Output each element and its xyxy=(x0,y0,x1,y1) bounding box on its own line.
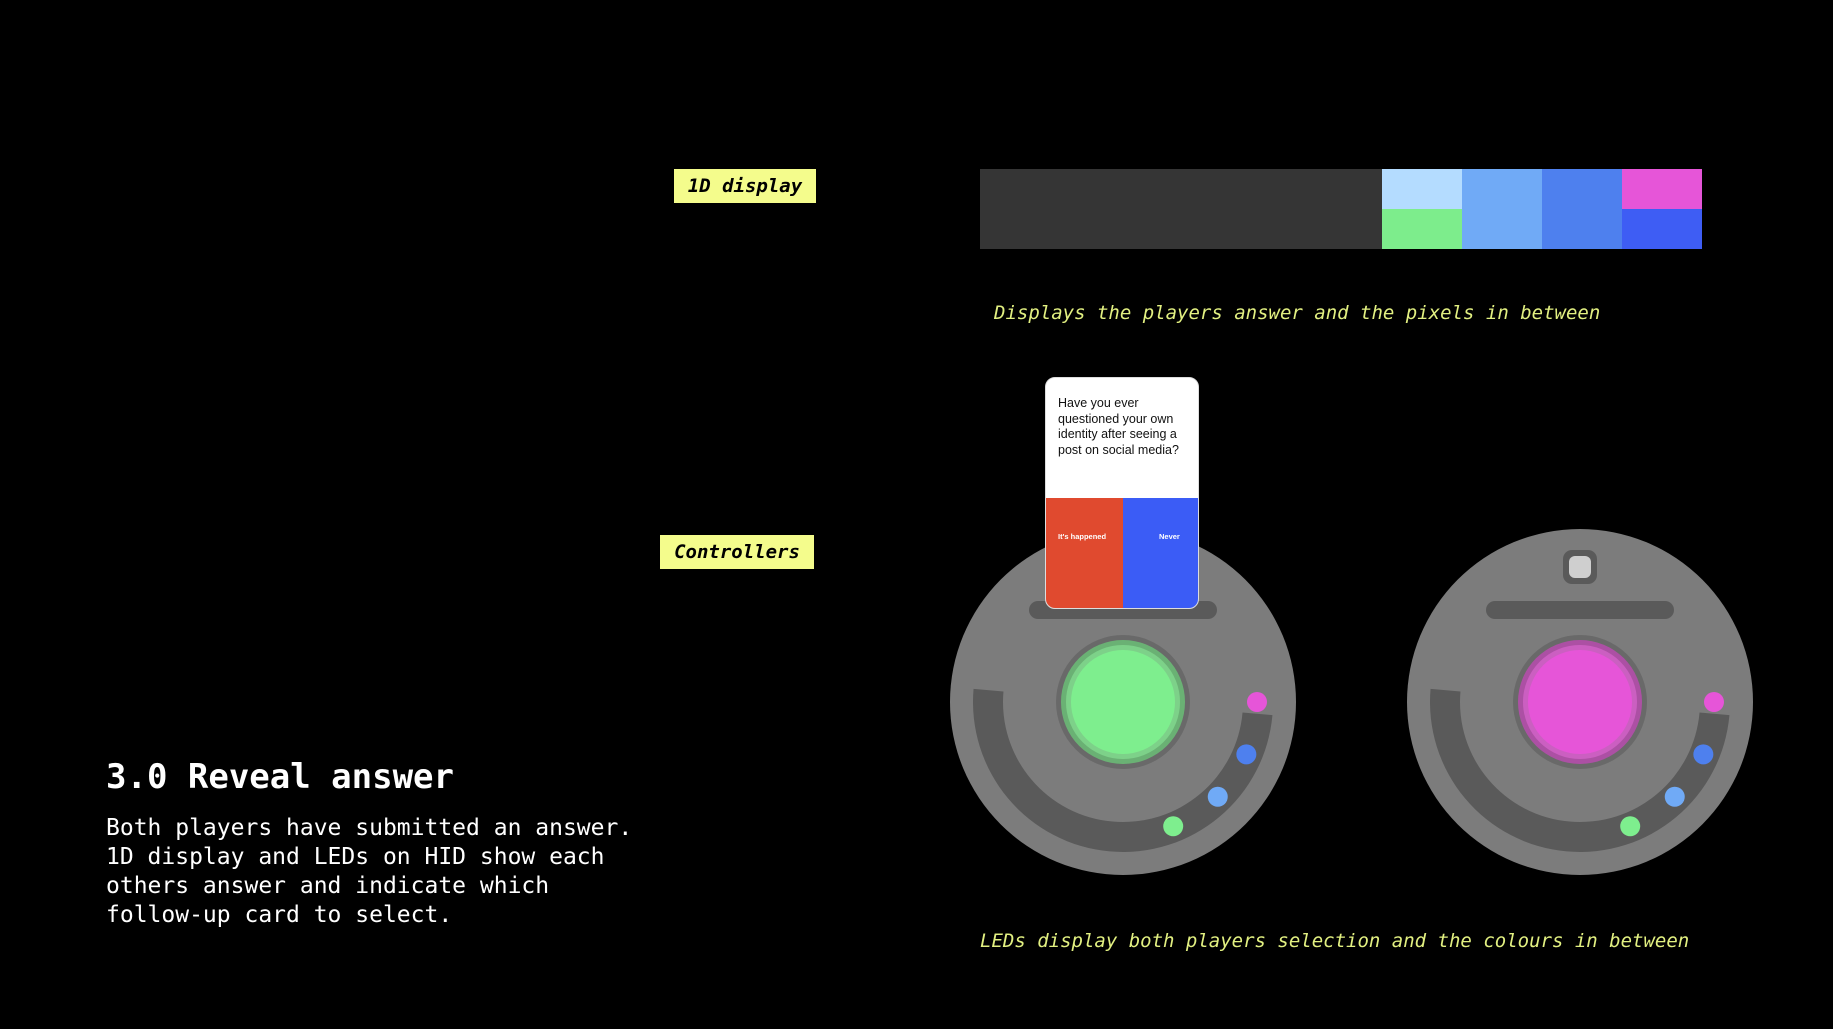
left-main-button xyxy=(1071,650,1175,754)
right-main-button xyxy=(1528,650,1632,754)
section-description: Both players have submitted an answer. 1… xyxy=(106,815,633,928)
left-led-2 xyxy=(1236,744,1257,765)
display-pixel-bottom-3 xyxy=(1542,209,1622,249)
card-option-b-label: Never xyxy=(1159,532,1180,541)
left-led-4 xyxy=(1163,816,1184,837)
question-card: Have you ever questioned your own identi… xyxy=(1045,377,1199,609)
display-pixel-bottom-4 xyxy=(1622,209,1702,249)
display-pixel-bottom-1 xyxy=(1382,209,1462,249)
right-led-3 xyxy=(1664,786,1685,807)
right-led-track xyxy=(1430,688,1730,852)
right-main-button-ring-shade xyxy=(1513,635,1647,769)
card-question-text: Have you ever questioned your own identi… xyxy=(1058,396,1179,457)
display-pixel-top-2 xyxy=(1462,169,1542,209)
section-title: 3.0 Reveal answer xyxy=(106,757,454,797)
caption-display: Displays the players answer and the pixe… xyxy=(994,302,1601,324)
right-led-4 xyxy=(1620,816,1641,837)
card-option-never: Never xyxy=(1123,498,1198,608)
caption-leds: LEDs display both players selection and … xyxy=(980,930,1690,952)
left-led-1 xyxy=(1247,692,1267,712)
left-led-3 xyxy=(1207,786,1228,807)
card-option-a-label: It's happened xyxy=(1058,532,1107,541)
display-off-pixels xyxy=(980,169,1382,249)
right-card-slot xyxy=(1486,601,1674,619)
label-controllers: Controllers xyxy=(660,535,814,569)
display-pixel-bottom-2 xyxy=(1462,209,1542,249)
right-top-button-cap xyxy=(1569,556,1591,578)
display-pixel-top-1 xyxy=(1382,169,1462,209)
display-pixel-top-3 xyxy=(1542,169,1622,209)
1d-display-strip xyxy=(980,169,1702,249)
right-led-1 xyxy=(1704,692,1724,712)
controller-right xyxy=(1407,529,1753,875)
card-option-its-happened: It's happened xyxy=(1046,498,1123,608)
left-led-track xyxy=(973,688,1273,852)
label-1d-display: 1D display xyxy=(674,169,816,203)
left-main-button-ring-shade xyxy=(1056,635,1190,769)
display-pixel-top-4 xyxy=(1622,169,1702,209)
right-led-2 xyxy=(1693,744,1714,765)
controller-left xyxy=(950,529,1296,875)
